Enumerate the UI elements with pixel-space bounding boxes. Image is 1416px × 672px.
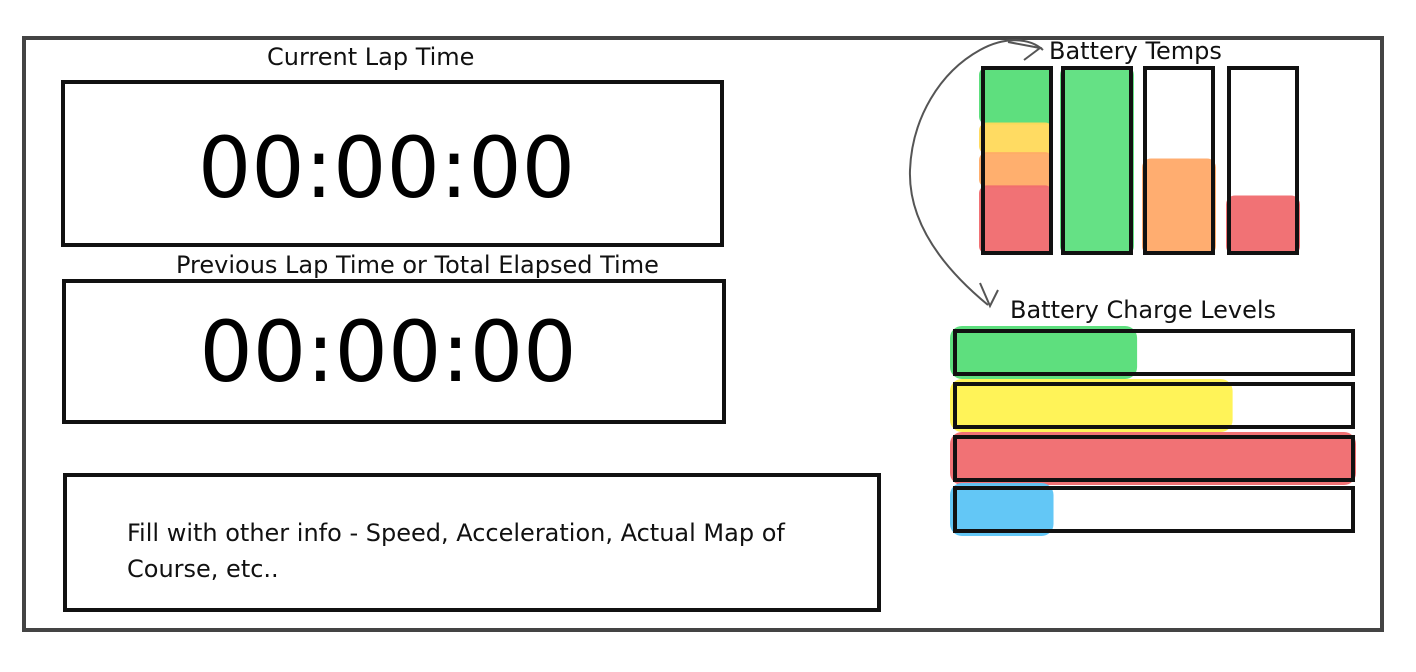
info-panel: Fill with other info - Speed, Accelerati…: [63, 473, 881, 612]
current-lap-display: 00:00:00: [61, 80, 724, 247]
battery-charge-label: Battery Charge Levels: [1010, 296, 1277, 324]
current-lap-label: Current Lap Time: [267, 43, 475, 71]
current-lap-time: 00:00:00: [197, 119, 576, 217]
previous-lap-label: Previous Lap Time or Total Elapsed Time: [176, 251, 659, 279]
dashboard-frame: [22, 36, 1384, 632]
battery-temps-label: Battery Temps: [1049, 37, 1222, 65]
previous-lap-display: 00:00:00: [62, 279, 726, 424]
info-panel-text: Fill with other info - Speed, Accelerati…: [127, 519, 785, 583]
previous-lap-time: 00:00:00: [199, 303, 577, 401]
